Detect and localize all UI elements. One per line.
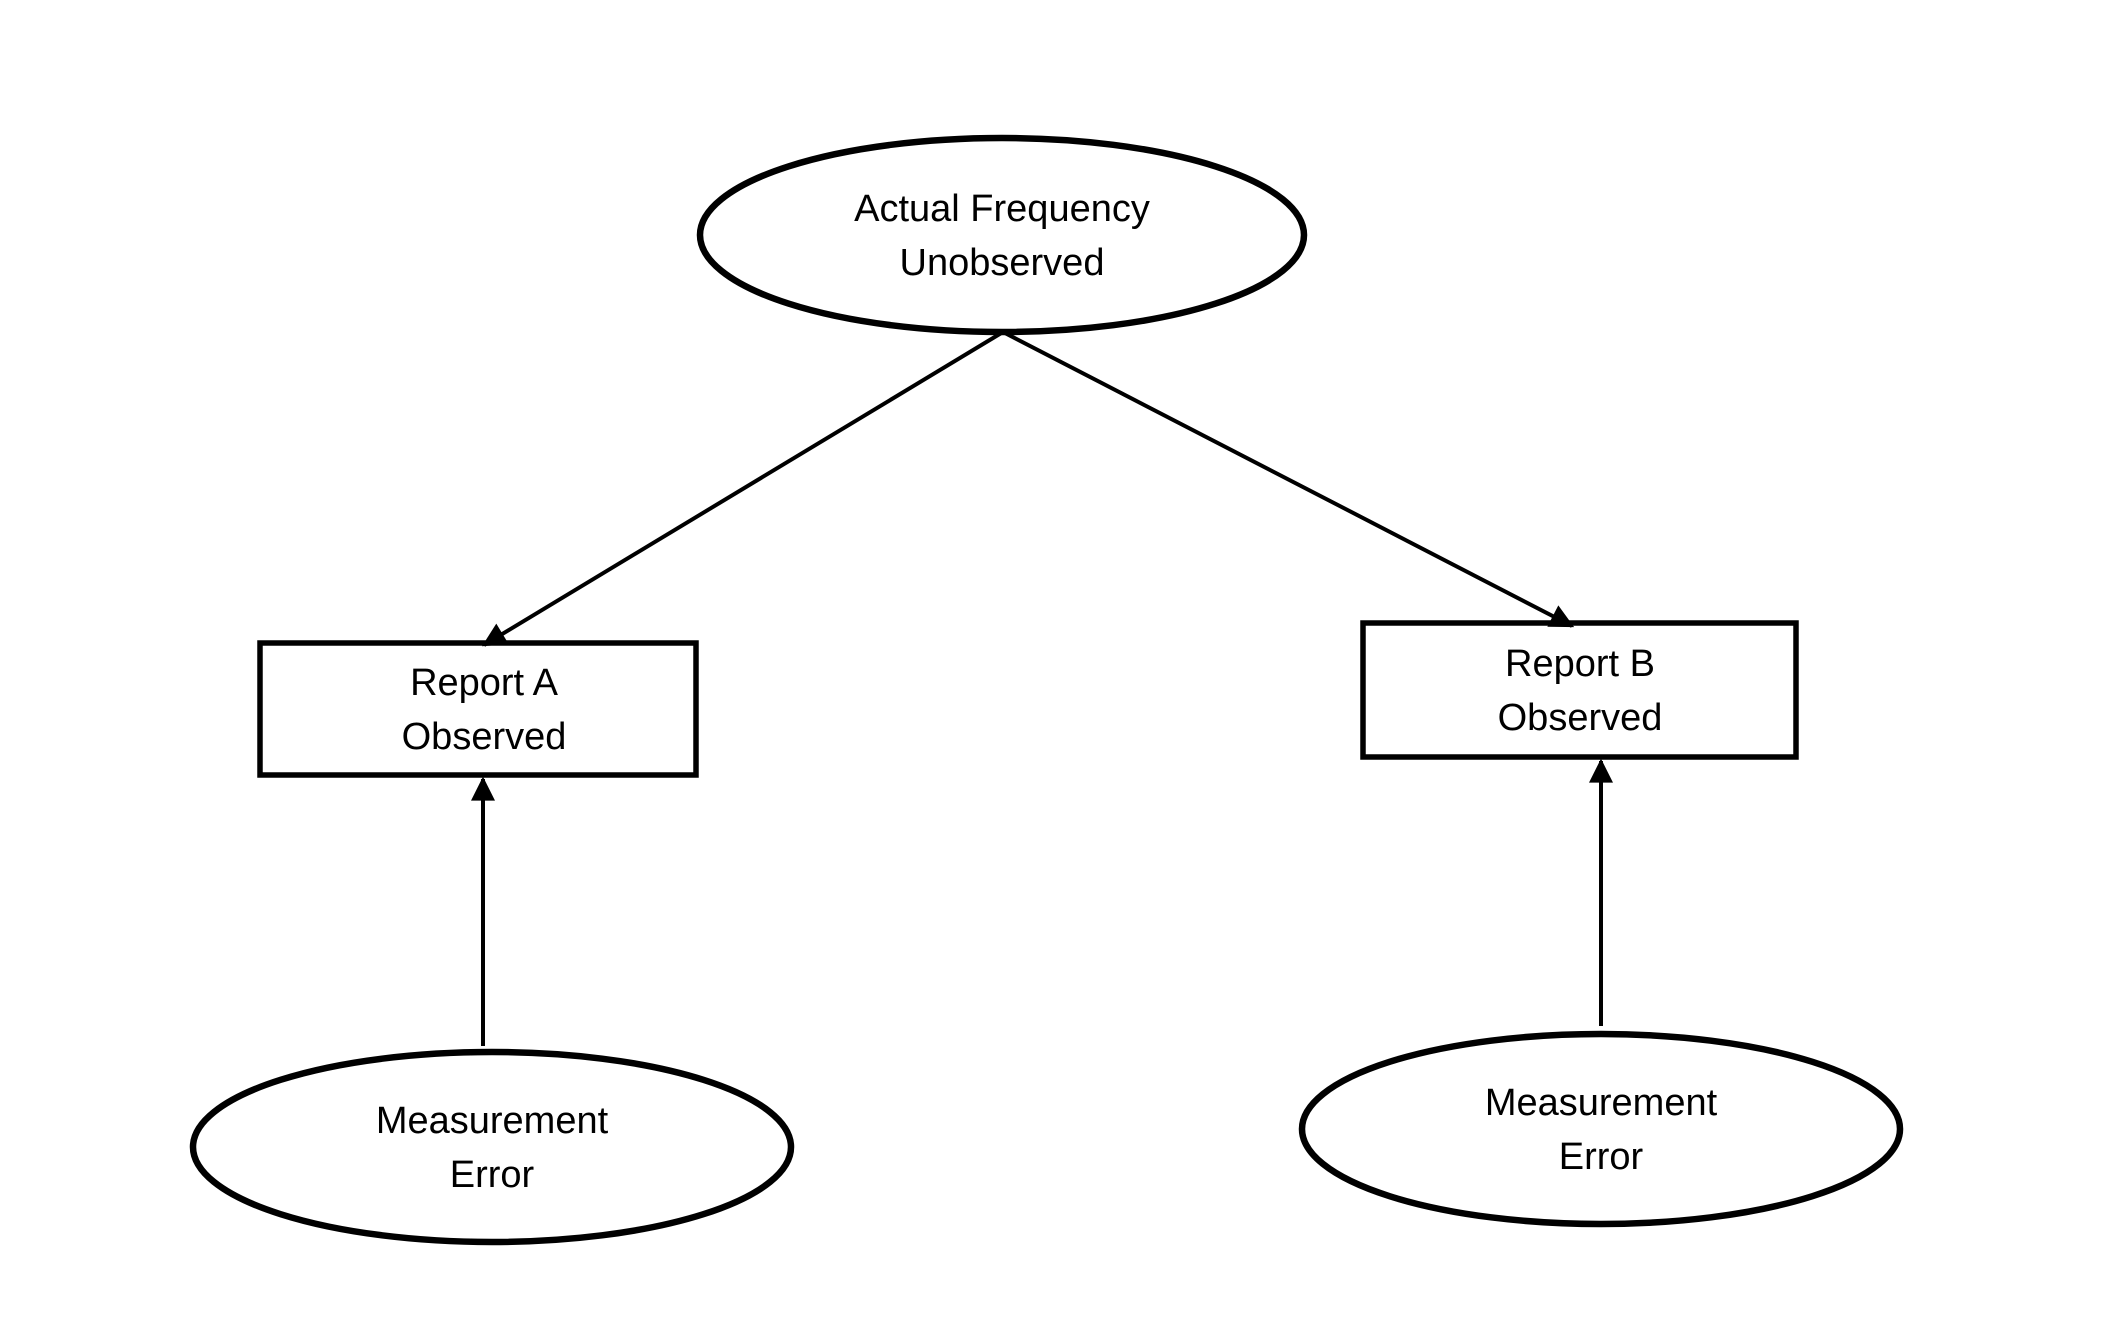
label-report-a-line2: Observed: [402, 716, 567, 758]
node-measurement-error-a-ellipse: [189, 1048, 795, 1246]
node-report-a-rect: [257, 640, 699, 778]
edge-actual-frequency-to-report-b: [1002, 330, 1575, 628]
label-report-b-line2: Observed: [1498, 697, 1663, 739]
label-actual-frequency-line1: Actual Frequency: [854, 188, 1150, 230]
label-measurement-error-b-line2: Error: [1559, 1136, 1644, 1178]
edge-actual-frequency-to-report-a: [481, 330, 1005, 647]
label-measurement-error-a-line2: Error: [450, 1154, 535, 1196]
node-measurement-error-b-ellipse: [1298, 1030, 1904, 1228]
label-report-b-line1: Report B: [1505, 643, 1655, 685]
node-actual-frequency-ellipse: [696, 134, 1308, 336]
label-actual-frequency-line2: Unobserved: [900, 242, 1105, 284]
label-measurement-error-b-line1: Measurement: [1485, 1082, 1718, 1124]
node-report-b-rect: [1360, 620, 1799, 760]
label-measurement-error-a-line1: Measurement: [376, 1100, 609, 1142]
label-report-a-line1: Report A: [410, 662, 559, 704]
